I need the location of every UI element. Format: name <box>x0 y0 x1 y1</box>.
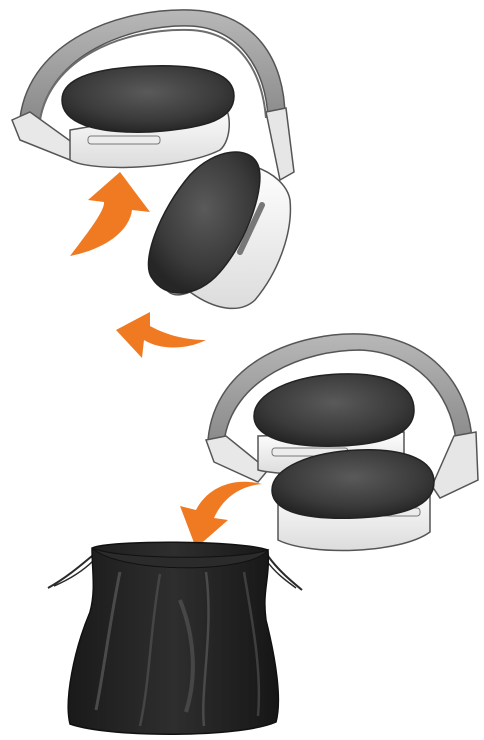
arrow-down-left-icon <box>180 482 262 548</box>
left-drawstring-2 <box>54 560 94 586</box>
left-drawstring <box>48 556 92 588</box>
folded-right-slider <box>432 432 478 498</box>
upper-cushion <box>62 66 234 132</box>
upper-earcup-groove <box>88 136 160 144</box>
folded-upper-cushion <box>254 374 414 446</box>
headphones-unfolded <box>12 10 294 309</box>
right-slider <box>266 108 294 180</box>
drawstring-pouch <box>48 542 302 734</box>
headphones-folded <box>206 334 478 551</box>
arrow-up-icon <box>70 172 150 256</box>
right-drawstring-2 <box>266 560 296 588</box>
pouch-body <box>68 542 278 734</box>
right-drawstring <box>268 556 302 590</box>
arrow-left-icon <box>116 312 206 358</box>
